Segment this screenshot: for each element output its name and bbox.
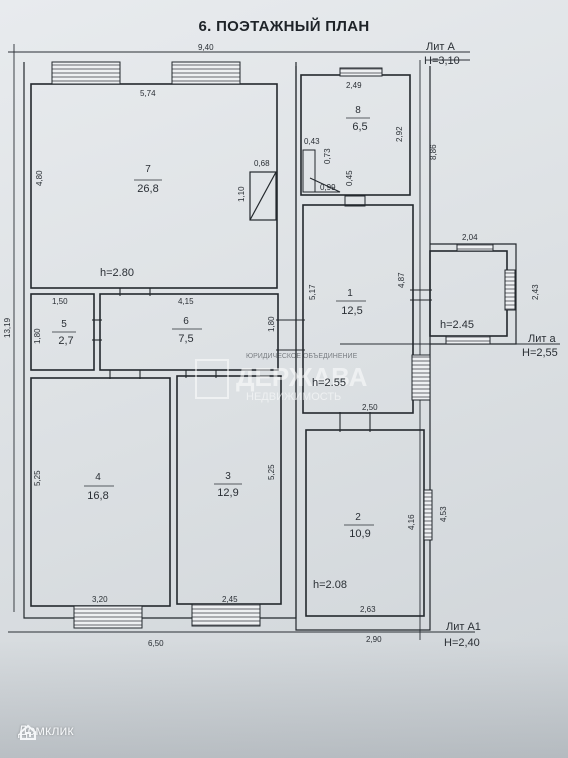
dim-label: 6,50 — [148, 639, 164, 648]
dim-label: 1,80 — [33, 328, 42, 344]
dimension-lines — [8, 44, 560, 640]
dim-label: 5,25 — [267, 464, 276, 480]
dim-label: 4,53 — [439, 506, 448, 522]
page-title: 6. ПОЭТАЖНЫЙ ПЛАН — [198, 18, 370, 35]
domclick-brand: Домклик — [18, 722, 74, 738]
room-8-outline — [300, 74, 411, 196]
windows — [51, 61, 516, 629]
domclick-icon — [20, 724, 36, 740]
room-5-area: 2,7 — [58, 335, 73, 347]
room-6-area: 7,5 — [178, 333, 193, 345]
room-1-number: 1 — [347, 288, 353, 299]
liter-a-label: Лит А — [426, 41, 455, 53]
dim-label: 1,80 — [267, 316, 276, 332]
room-5-number: 5 — [61, 319, 67, 330]
room-6-outline — [99, 293, 279, 371]
steps — [302, 149, 366, 207]
room-2-number: 2 — [355, 512, 361, 523]
room-6-number: 6 — [183, 316, 189, 327]
dim-label: 2,90 — [366, 635, 382, 644]
room-3-area: 12,9 — [217, 487, 238, 499]
dim-label: 4,80 — [35, 170, 44, 186]
room-2-area: 10,9 — [349, 528, 370, 540]
room-2-height: h=2.08 — [313, 579, 347, 591]
paper-shadow — [0, 640, 568, 758]
room-1-outline — [302, 204, 414, 414]
room-1-height: h=2.55 — [312, 377, 346, 389]
watermark: ЮРИДИЧЕСКОЕ ОБЪЕДИНЕНИЕ ДЕРЖАВА НЕДВИЖИМ… — [195, 353, 368, 403]
watermark-line3: НЕДВИЖИМОСТЬ — [246, 391, 341, 403]
dimension-labels: 9,40 5,74 2,49 0,68 1,10 0,43 0,73 0,99 … — [3, 43, 540, 648]
room-4-area: 16,8 — [87, 490, 108, 502]
dim-label: 5,25 — [33, 470, 42, 486]
dim-label: 2,49 — [346, 81, 362, 90]
dim-label: 0,73 — [323, 148, 332, 164]
room-8-number: 8 — [355, 105, 361, 116]
watermark-line1: ЮРИДИЧЕСКОЕ ОБЪЕДИНЕНИЕ — [246, 353, 358, 360]
dim-label: 0,68 — [254, 159, 270, 168]
room-3-number: 3 — [225, 471, 231, 482]
dim-label: 0,45 — [345, 170, 354, 186]
room-7-outline — [30, 83, 278, 289]
room-7-area: 26,8 — [137, 183, 158, 195]
dim-label: 13,19 — [3, 317, 12, 338]
room-labels: 7 26,8 h=2.80 8 6,5 1 12,5 h=2.55 5 2,7 … — [52, 105, 474, 591]
dim-label: 4,15 — [178, 297, 194, 306]
dim-label: 2,43 — [531, 284, 540, 300]
room-8-area: 6,5 — [352, 121, 367, 133]
dim-label: 0,99 — [320, 183, 336, 192]
dim-label: 8,86 — [429, 144, 438, 160]
dim-label: 2,04 — [462, 233, 478, 242]
dim-label: 5,17 — [308, 284, 317, 300]
dim-label: 2,45 — [222, 595, 238, 604]
room-5-outline — [30, 293, 95, 371]
dim-label: 0,43 — [304, 137, 320, 146]
liter-a-small-height: H=2,55 — [522, 347, 558, 359]
stove-box — [249, 171, 277, 221]
room-7-number: 7 — [145, 164, 151, 175]
room-4-number: 4 — [95, 472, 101, 483]
outer-walls — [23, 62, 517, 631]
domclick-logo: Домклик — [18, 722, 74, 740]
dim-label: 5,74 — [140, 89, 156, 98]
room-7-height: h=2.80 — [100, 267, 134, 279]
dim-label: 4,16 — [407, 514, 416, 530]
dim-label: 4,87 — [397, 272, 406, 288]
dim-label: 2,92 — [395, 126, 404, 142]
liter-a-small-label: Лит а — [528, 333, 556, 345]
liter-a1-height: H=2,40 — [444, 637, 480, 649]
liter-labels: Лит А H=3,10 Лит а H=2,55 Лит А1 H=2,40 — [424, 41, 558, 649]
door-marks — [92, 288, 432, 432]
liter-a-height: H=3,10 — [424, 55, 460, 67]
dim-label: 9,40 — [198, 43, 214, 52]
porch-height: h=2.45 — [440, 319, 474, 331]
watermark-line2: ДЕРЖАВА — [236, 362, 368, 392]
liter-a1-label: Лит А1 — [446, 621, 481, 633]
dim-label: 2,50 — [362, 403, 378, 412]
dim-label: 1,50 — [52, 297, 68, 306]
dim-label: 2,63 — [360, 605, 376, 614]
room-1-area: 12,5 — [341, 305, 362, 317]
dim-label: 1,10 — [237, 186, 246, 202]
dim-label: 3,20 — [92, 595, 108, 604]
